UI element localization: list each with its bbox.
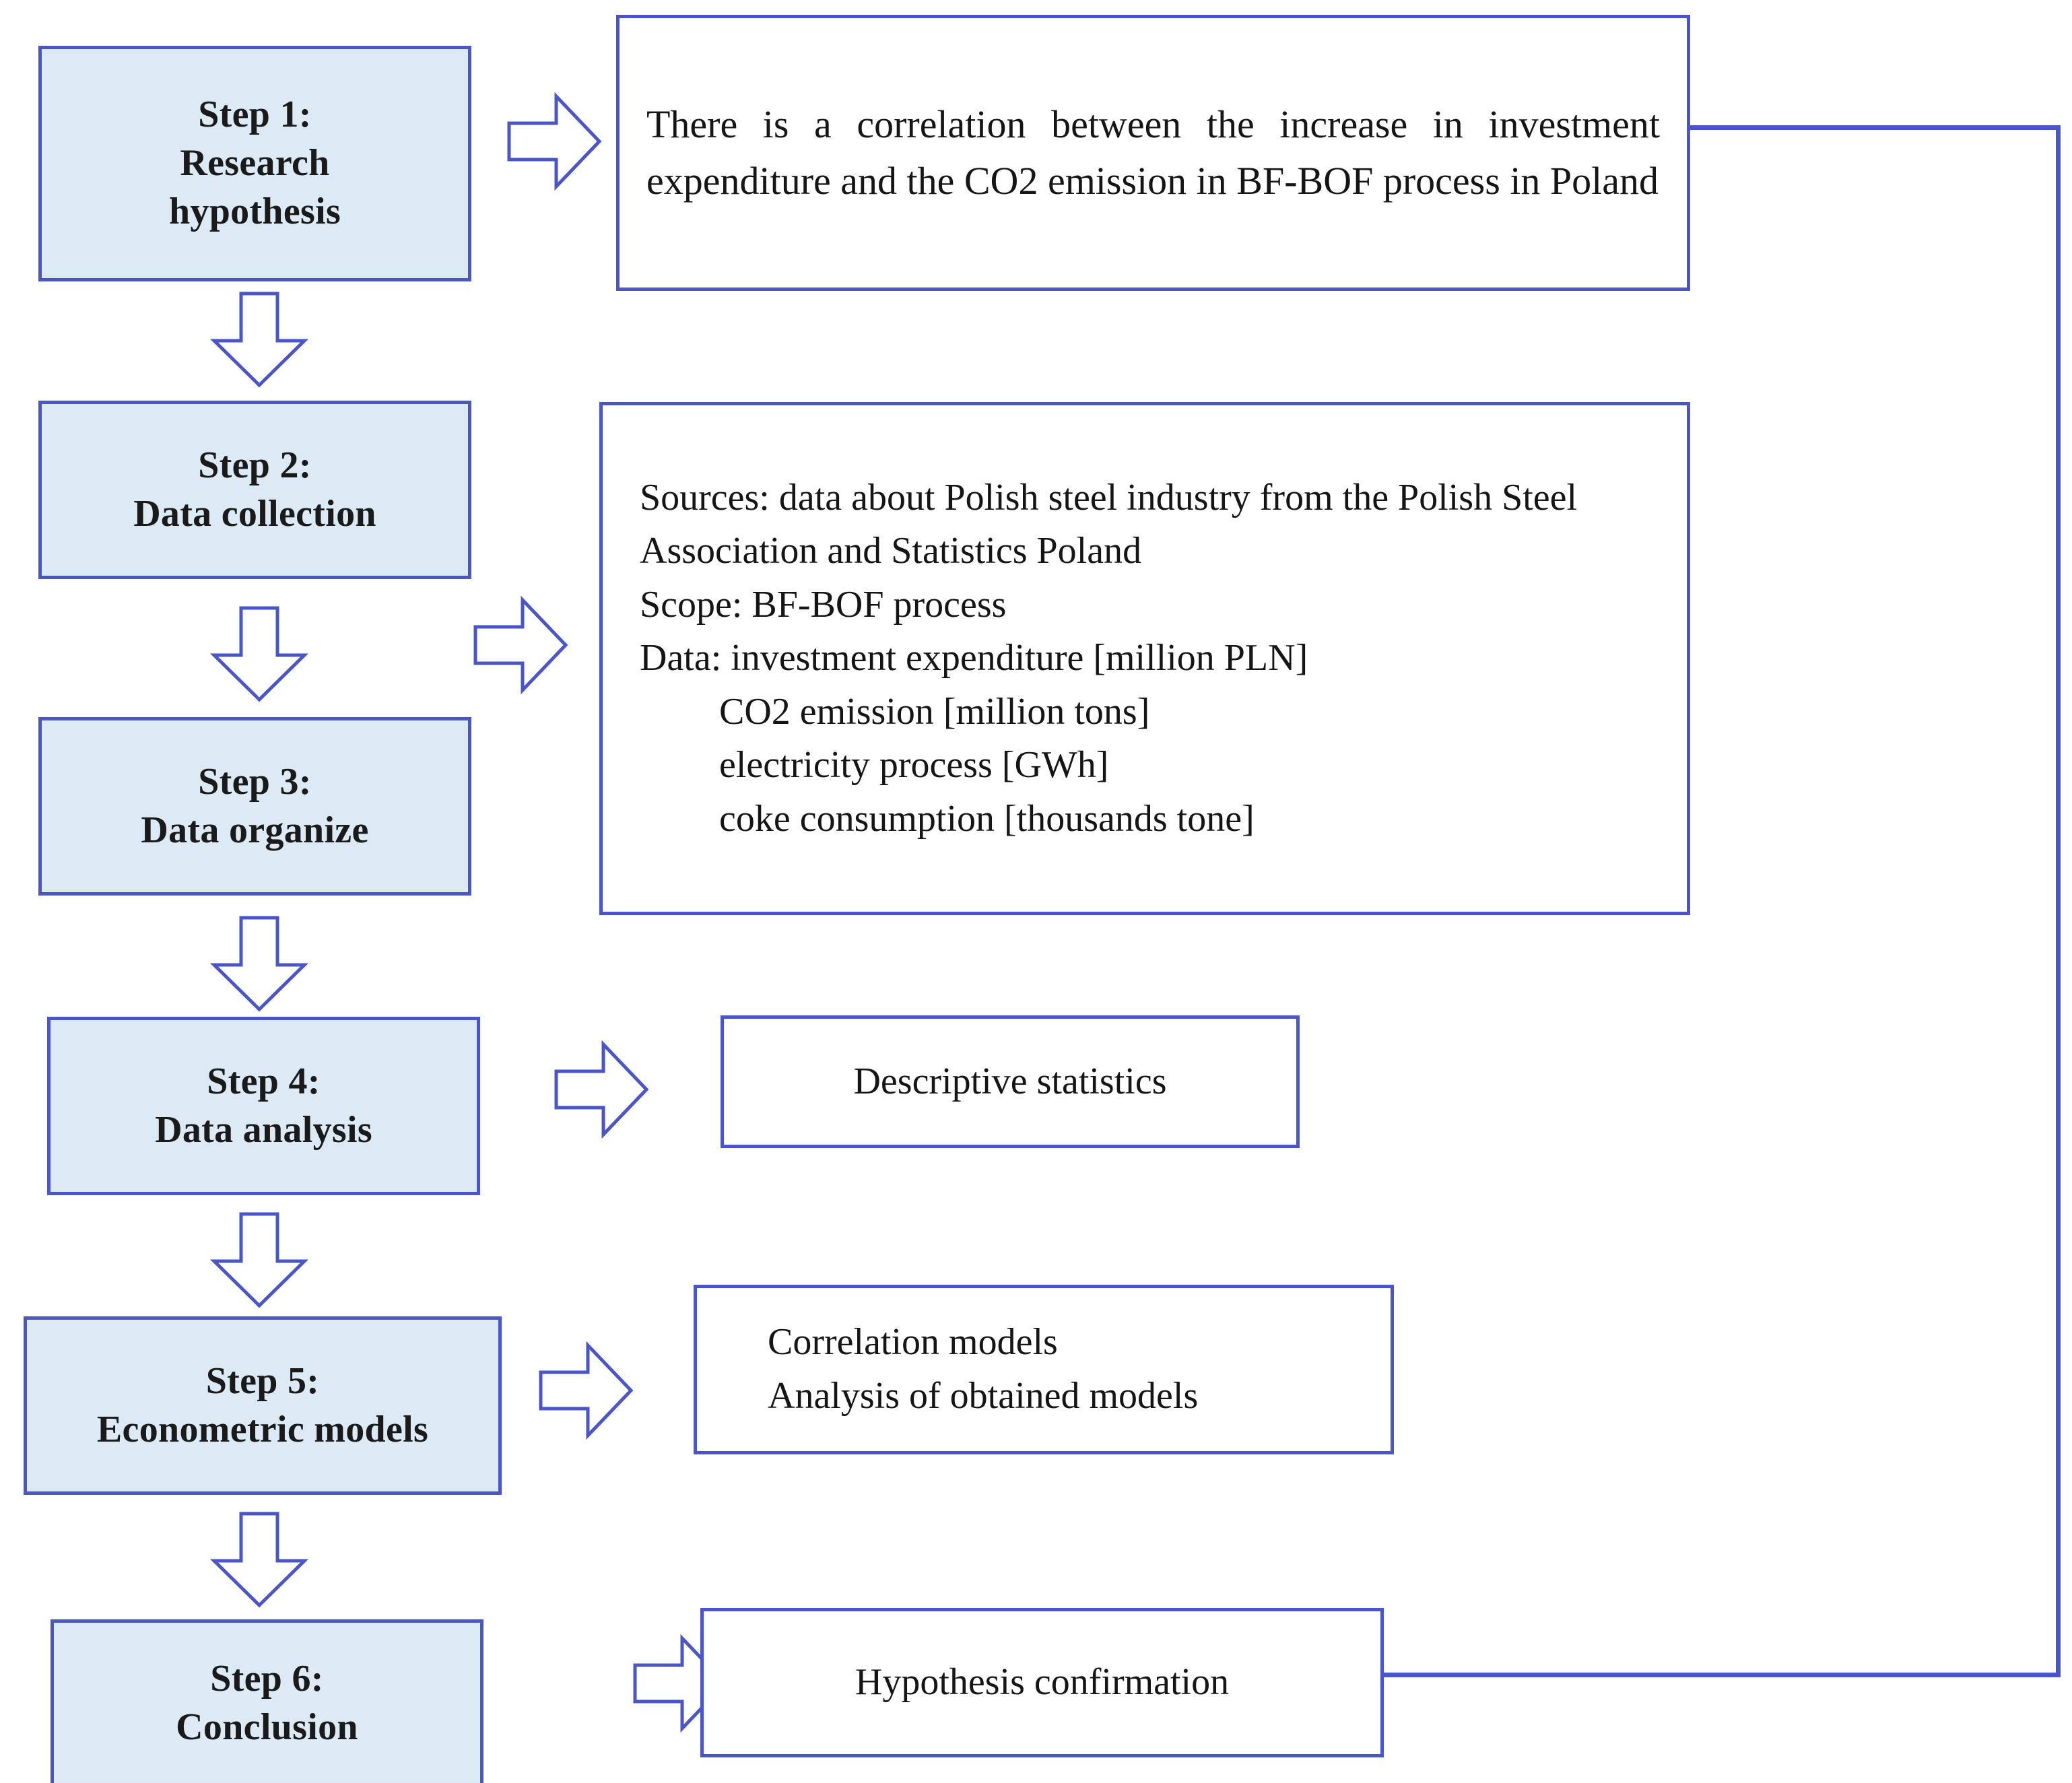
feedback-connector-right-segment — [2056, 125, 2061, 1677]
right-arrow-step1-to-hypothesis — [507, 92, 602, 191]
data-line-association: Association and Statistics Poland — [640, 530, 1142, 572]
right-arrow-steps-to-data-collection — [473, 595, 568, 695]
step3-line2: Data organize — [141, 809, 369, 851]
down-arrow-step1-to-step2 — [209, 292, 309, 388]
down-arrow-step5-to-step6 — [209, 1512, 309, 1608]
note-box-models: Correlation models Analysis of obtained … — [694, 1285, 1394, 1454]
note-box-hypothesis-confirmation: Hypothesis confirmation — [700, 1608, 1384, 1757]
conclusion-text: Hypothesis confirmation — [855, 1661, 1230, 1704]
data-line-scope: Scope: BF-BOF process — [640, 583, 1007, 626]
data-line-sources: Sources: data about Polish steel industr… — [640, 476, 1578, 518]
feedback-connector-top-segment — [1687, 125, 2061, 130]
step-box-step3[interactable]: Step 3: Data organize — [38, 717, 471, 896]
step6-line2: Conclusion — [176, 1706, 358, 1748]
models-line-analysis: Analysis of obtained models — [768, 1375, 1199, 1417]
step1-line3: hypothesis — [168, 190, 341, 232]
step6-number: Step 6: — [210, 1658, 324, 1700]
step1-line2: Research — [180, 142, 330, 184]
step-box-step1[interactable]: Step 1: Research hypothesis — [38, 46, 471, 281]
data-line-co2: CO2 emission [million tons] — [719, 690, 1150, 733]
right-arrow-step5-to-models — [539, 1341, 634, 1440]
models-line-correlation: Correlation models — [768, 1321, 1058, 1364]
down-arrow-step4-to-step5 — [209, 1212, 309, 1308]
right-arrow-step4-to-descriptive — [554, 1040, 649, 1139]
step-box-step6[interactable]: Step 6: Conclusion — [51, 1619, 483, 1783]
step1-number: Step 1: — [198, 94, 312, 136]
feedback-connector-bottom-segment — [1380, 1673, 2061, 1677]
data-line-data: Data: investment expenditure [million PL… — [640, 637, 1308, 679]
step4-number: Step 4: — [207, 1060, 321, 1102]
data-line-coke: coke consumption [thousands tone] — [719, 797, 1255, 840]
descriptive-text: Descriptive statistics — [853, 1060, 1167, 1102]
step5-number: Step 5: — [205, 1359, 320, 1402]
step5-line2: Econometric models — [96, 1408, 429, 1450]
data-line-electricity: electricity process [GWh] — [719, 744, 1109, 786]
note-box-data-collection: Sources: data about Polish steel industr… — [599, 402, 1690, 915]
step-box-step2[interactable]: Step 2: Data collection — [38, 401, 471, 579]
step4-line2: Data analysis — [155, 1108, 372, 1151]
step-box-step5[interactable]: Step 5: Econometric models — [24, 1316, 502, 1495]
step3-number: Step 3: — [198, 760, 312, 803]
step2-number: Step 2: — [198, 444, 312, 486]
down-arrow-step3-to-step4 — [209, 916, 309, 1012]
hypothesis-text: There is a correlation between the incre… — [646, 102, 1660, 203]
note-box-descriptive-statistics: Descriptive statistics — [721, 1015, 1300, 1148]
step2-line2: Data collection — [133, 492, 376, 535]
note-box-hypothesis: There is a correlation between the incre… — [616, 15, 1690, 291]
step-box-step4[interactable]: Step 4: Data analysis — [47, 1017, 480, 1195]
down-arrow-step2-to-step3 — [209, 606, 309, 702]
